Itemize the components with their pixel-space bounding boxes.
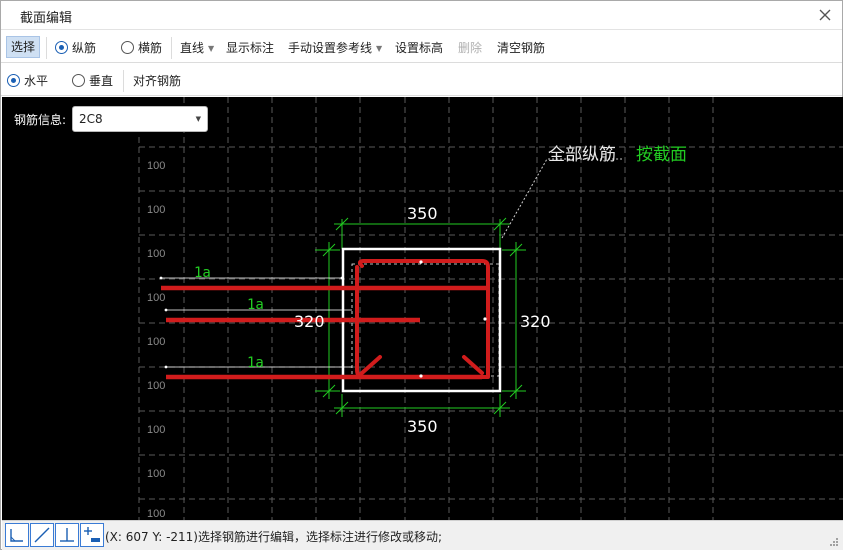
perpendicular-icon	[60, 528, 74, 542]
chevron-down-icon: ▼	[376, 44, 383, 53]
reference-points	[159, 260, 487, 378]
resize-grip-icon[interactable]	[829, 537, 839, 547]
grid-label: 100	[147, 292, 165, 304]
dim-bottom[interactable]: 350	[407, 417, 438, 436]
delete-button[interactable]: 删除	[458, 41, 483, 55]
dim-left[interactable]: 320	[294, 312, 325, 331]
show-label-button[interactable]: 显示标注	[226, 41, 275, 55]
toolbar-divider	[171, 37, 172, 59]
drawing-canvas[interactable]: 100 100 100 100 100 100 100 100 100	[2, 97, 843, 520]
toolbar-divider	[123, 70, 124, 92]
section-drawing[interactable]: 100 100 100 100 100 100 100 100 100	[2, 97, 843, 520]
manual-ref-dropdown[interactable]: 手动设置参考线▼	[288, 38, 382, 58]
radio-unchecked-icon	[72, 74, 85, 87]
grid-label: 100	[147, 508, 165, 520]
radio-unchecked-icon	[121, 41, 134, 54]
status-text: (X: 607 Y: -211)选择钢筋进行编辑，选择标注进行修改或移动;	[105, 530, 443, 544]
radio-checked-icon	[55, 41, 68, 54]
diagonal-line-icon	[34, 527, 50, 543]
transverse-label: 横筋	[138, 41, 163, 55]
longitudinal-radio[interactable]: 纵筋	[55, 38, 96, 58]
polar-mode-button[interactable]	[30, 523, 54, 547]
rebar-info-label: 钢筋信息:	[14, 113, 67, 127]
la-label: 1a	[247, 297, 264, 313]
la-labels: 1a 1a 1a	[194, 265, 264, 371]
radio-checked-icon	[7, 74, 20, 87]
select-button[interactable]: 选择	[6, 36, 41, 58]
line-label: 直线	[180, 41, 205, 55]
note-by-section[interactable]: 按截面	[636, 145, 687, 165]
chevron-down-icon: ▼	[195, 115, 201, 123]
status-bar: (X: 607 Y: -211)选择钢筋进行编辑，选择标注进行修改或移动;	[2, 520, 843, 550]
la-label: 1a	[247, 355, 264, 371]
dim-right[interactable]: 320	[520, 312, 551, 331]
transverse-radio[interactable]: 横筋	[121, 38, 162, 58]
add-dimension-button[interactable]	[80, 523, 104, 547]
la-label: 1a	[194, 265, 211, 281]
chevron-down-icon: ▼	[208, 44, 215, 53]
note-leader	[501, 158, 622, 239]
plus-dimension-icon	[84, 527, 100, 542]
clear-rebar-button[interactable]: 清空钢筋	[497, 41, 546, 55]
close-icon[interactable]	[816, 6, 834, 24]
perpendicular-mode-button[interactable]	[55, 523, 79, 547]
grid-label: 100	[147, 160, 165, 172]
dimension-texts[interactable]: 350 350 320 320	[294, 204, 551, 436]
horizontal-label: 水平	[24, 74, 49, 88]
grid-labels: 100 100 100 100 100 100 100 100 100	[147, 160, 165, 520]
grid-label: 100	[147, 336, 165, 348]
rebar-info-value: 2C8	[79, 112, 103, 126]
grid-label: 100	[147, 204, 165, 216]
vertical-radio[interactable]: 垂直	[72, 71, 113, 91]
grid-label: 100	[147, 380, 165, 392]
manual-ref-label: 手动设置参考线	[288, 41, 373, 55]
horizontal-radio[interactable]: 水平	[7, 71, 48, 91]
set-elevation-button[interactable]: 设置标高	[395, 41, 444, 55]
vertical-label: 垂直	[89, 74, 114, 88]
rebar-info-select[interactable]: 2C8 ▼	[72, 106, 208, 132]
line-dropdown[interactable]: 直线▼	[180, 38, 214, 58]
dim-top[interactable]: 350	[407, 204, 438, 223]
corner-icon	[10, 529, 23, 542]
la-dimension	[161, 277, 352, 368]
toolbar-main: 选择 纵筋 横筋 直线▼ 显示标注 手动设置参考线▼ 设置标高 删除 清空钢筋	[1, 31, 842, 63]
note-all-rebar[interactable]: 全部纵筋	[548, 145, 616, 165]
dimension-lines[interactable]	[315, 217, 526, 417]
grid-label: 100	[147, 468, 165, 480]
grid	[138, 97, 843, 520]
longitudinal-rebars[interactable]	[161, 285, 488, 380]
window-title: 截面编辑	[20, 11, 73, 26]
grid-label: 100	[147, 424, 165, 436]
grid-label: 100	[147, 248, 165, 260]
toolbar-divider	[46, 37, 47, 59]
ortho-mode-button[interactable]	[5, 523, 29, 547]
title-bar: 截面编辑	[1, 1, 842, 30]
longitudinal-label: 纵筋	[72, 41, 97, 55]
align-rebar-button[interactable]: 对齐钢筋	[133, 74, 182, 88]
toolbar-secondary: 水平 垂直 对齐钢筋	[1, 63, 842, 96]
